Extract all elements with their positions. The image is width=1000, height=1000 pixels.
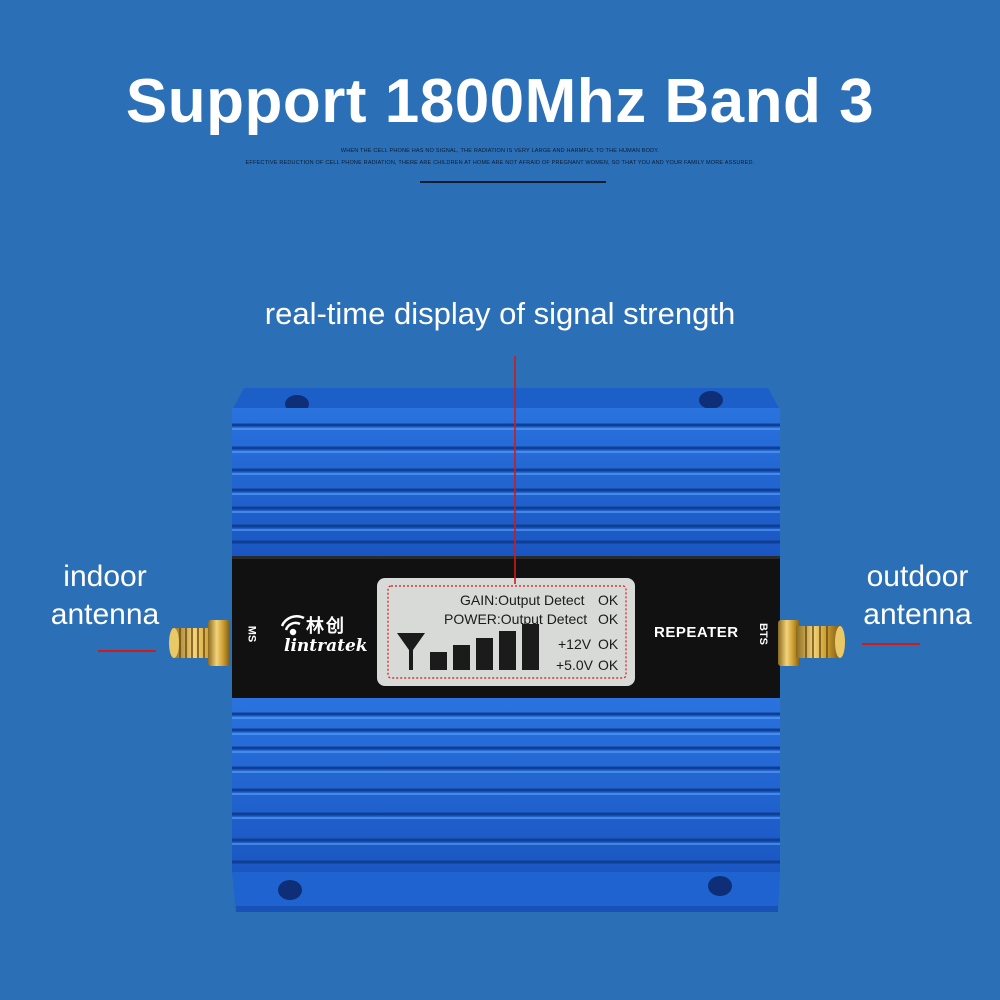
lcd-12v-status: OK: [598, 636, 619, 652]
lcd-12v-label: +12V: [558, 636, 592, 652]
lcd-5v-label: +5.0V: [556, 657, 593, 673]
outdoor-antenna-connector: [778, 620, 845, 666]
lcd-power-status: OK: [598, 611, 619, 627]
signal-bar: [522, 624, 539, 670]
indoor-label-line-2: antenna: [50, 598, 160, 631]
page-title: Support 1800Mhz Band 3: [125, 67, 875, 136]
indoor-antenna-label: indoor antenna: [20, 558, 190, 634]
signal-bar: [430, 652, 447, 670]
brand-logo-chinese: 林创: [306, 616, 346, 637]
title-underline: [420, 181, 606, 183]
model-label: REPEATER: [654, 624, 739, 641]
signal-bar: [499, 631, 516, 670]
port-label-bts: BTS: [757, 623, 769, 645]
lcd-gain-label: GAIN:Output Detect: [460, 592, 585, 608]
outdoor-pointer-line: [862, 643, 920, 645]
lcd-highlight-border: [387, 585, 627, 679]
brand-logo-english: lintratek: [284, 636, 368, 656]
port-label-ms: MS: [245, 625, 258, 643]
fine-print-line-2: EFFECTIVE REDUCTION OF CELL PHONE RADIAT…: [245, 160, 755, 166]
indoor-label-line-1: indoor: [63, 560, 147, 593]
wifi-logo-icon: [280, 615, 305, 636]
outdoor-label-line-2: antenna: [863, 598, 972, 631]
outdoor-label-line-1: outdoor: [866, 560, 969, 593]
mount-hole-bottom-right: [708, 876, 732, 896]
fine-print-line-1: WHEN THE CELL PHONE HAS NO SIGNAL, THE R…: [340, 148, 660, 154]
lcd-gain-status: OK: [598, 592, 619, 608]
mount-hole-top-right: [699, 391, 723, 409]
signal-bar: [453, 645, 470, 670]
display-callout-label: real-time display of signal strength: [264, 296, 736, 331]
antenna-tower-icon: [397, 633, 425, 670]
signal-strength-bars: [430, 624, 539, 670]
mount-hole-bottom-left: [278, 880, 302, 900]
signal-bar: [476, 638, 493, 670]
indoor-antenna-connector: [169, 620, 230, 666]
lcd-5v-status: OK: [598, 657, 619, 673]
lcd-power-label: POWER:Output Detect: [444, 611, 588, 627]
outdoor-antenna-label: outdoor antenna: [835, 558, 1000, 634]
indoor-pointer-line: [98, 650, 156, 652]
